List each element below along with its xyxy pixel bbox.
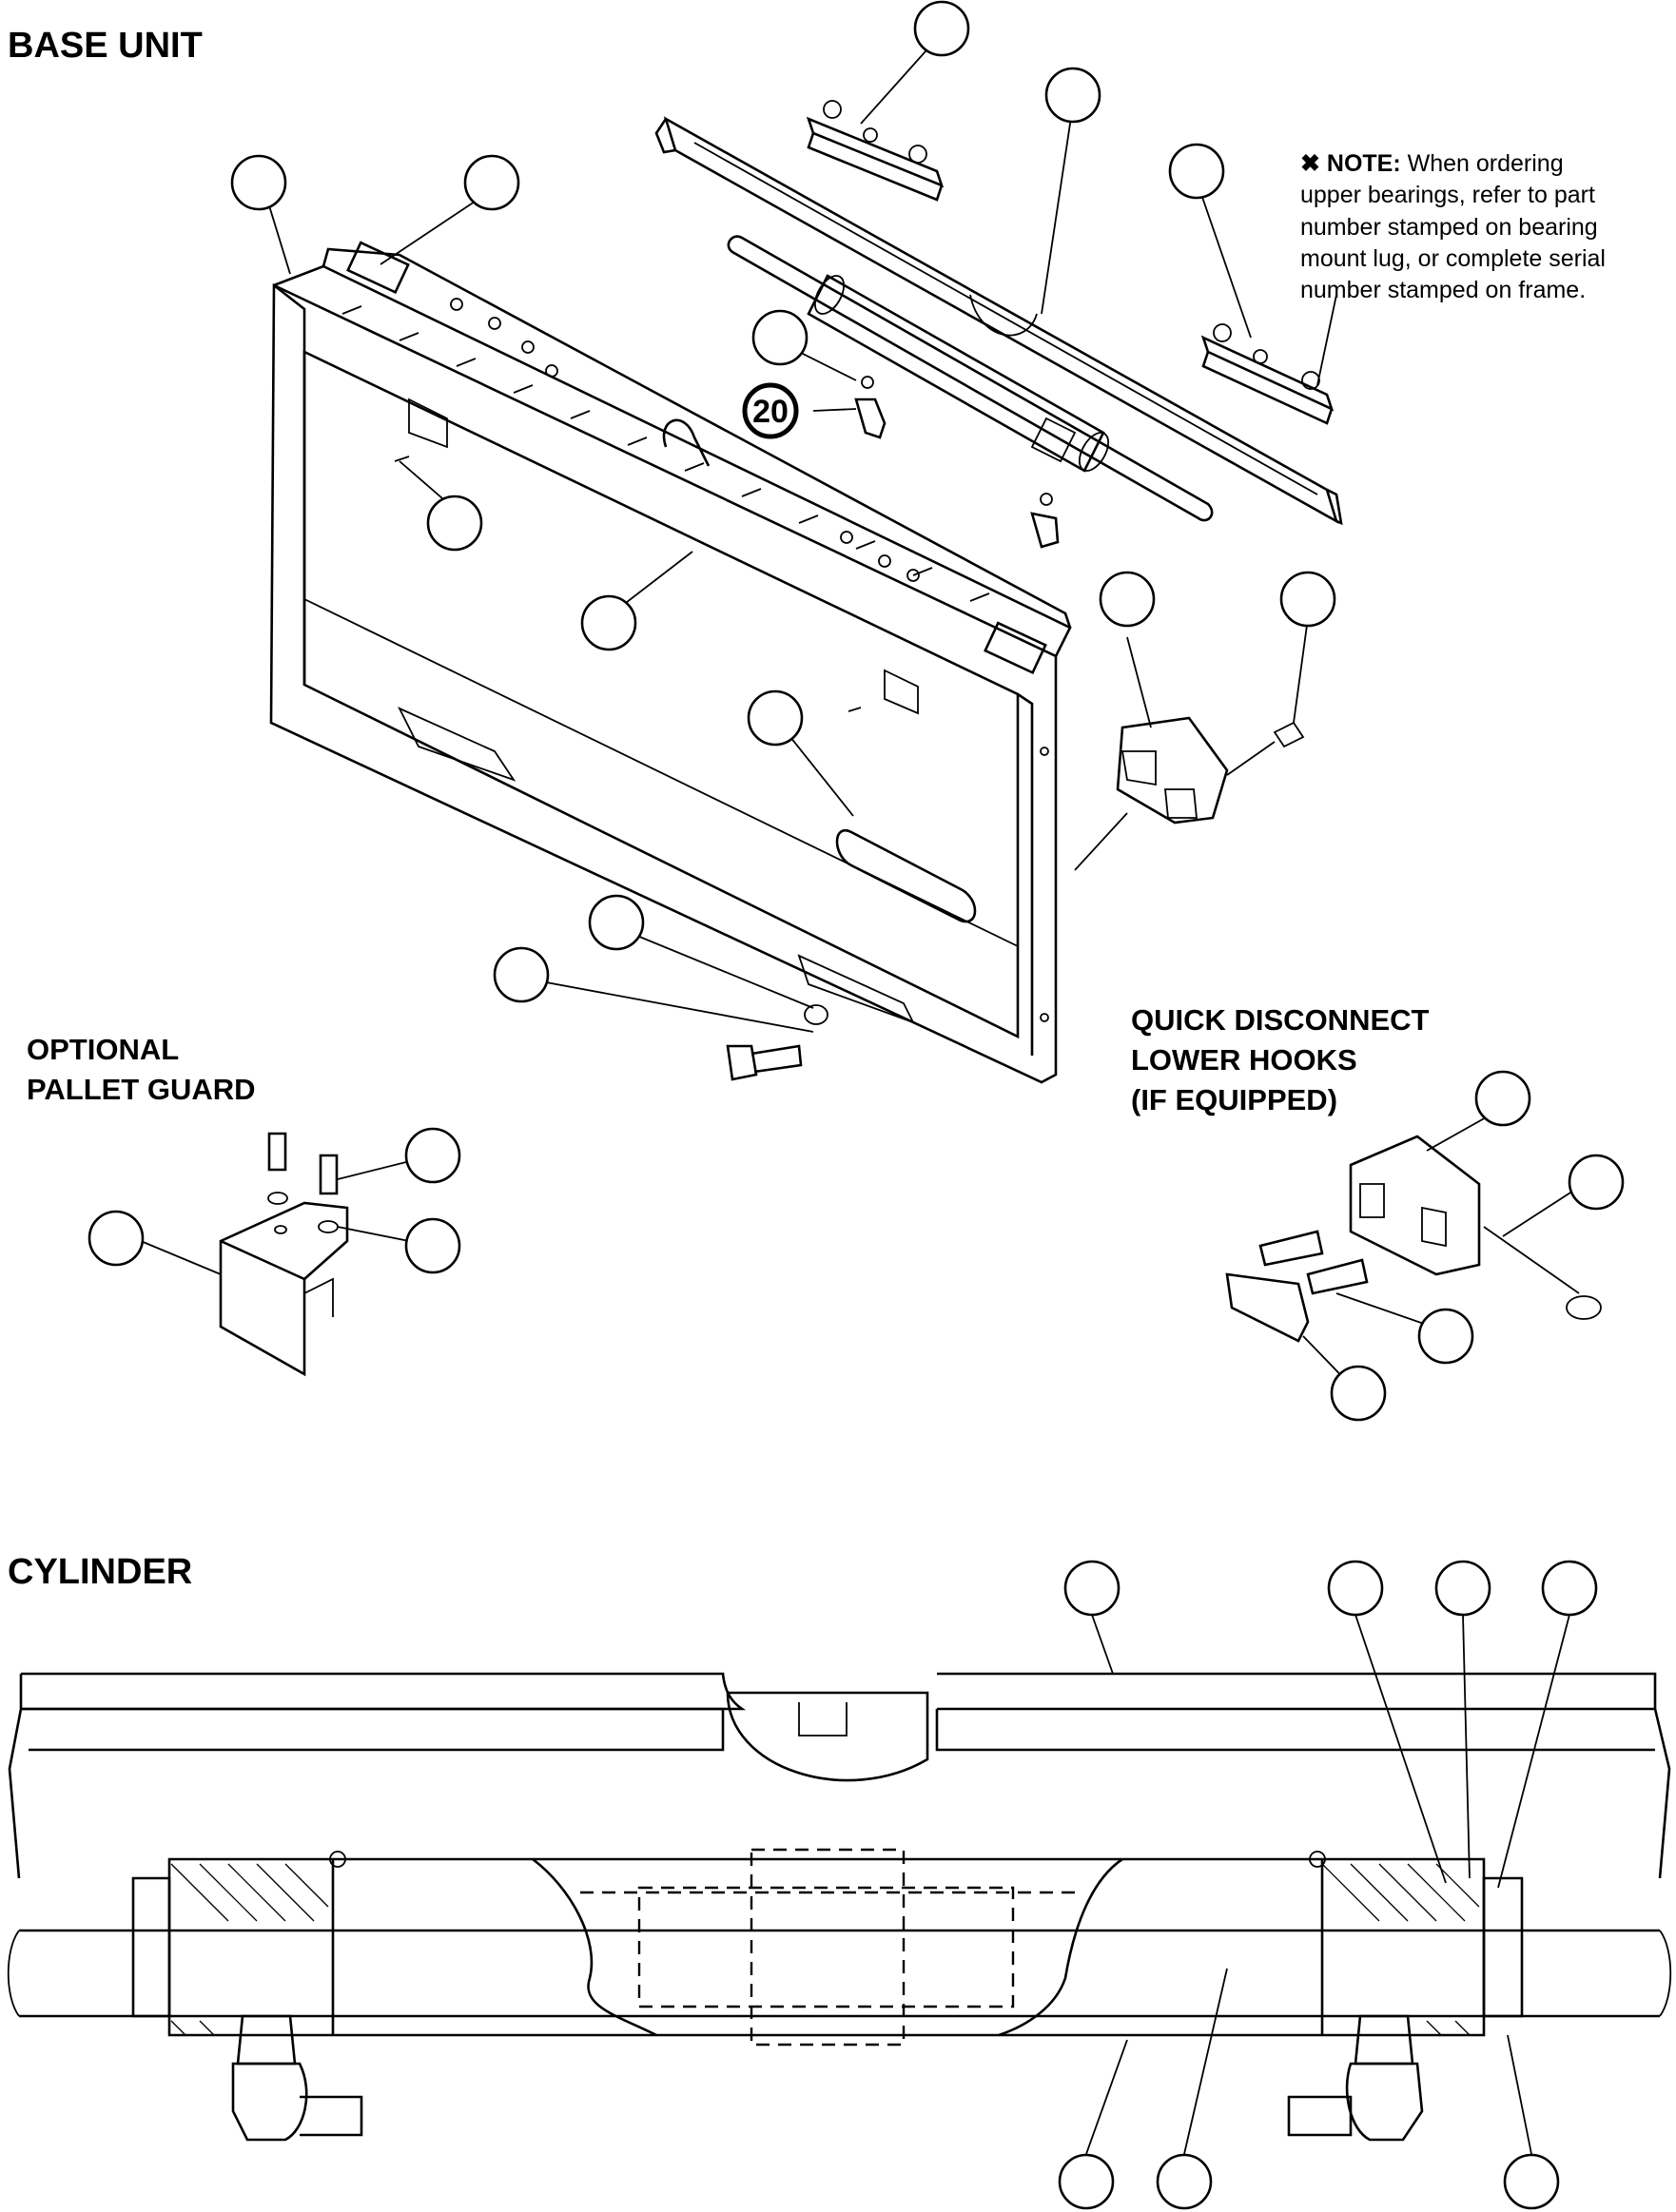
hook-bolt	[726, 1004, 828, 1081]
pallet-guard-label-line1: OPTIONAL	[27, 1033, 180, 1066]
callout-bubble	[580, 594, 637, 651]
callout-bubble	[1417, 1308, 1474, 1365]
note-symbol: ✖	[1300, 150, 1320, 177]
callout-bubble	[1279, 571, 1336, 628]
callout-bubble	[1168, 143, 1225, 200]
cylinder-leader-lines	[1085, 1614, 1570, 2155]
callout-bubble	[1434, 1560, 1491, 1617]
callout-bubble	[1503, 2153, 1560, 2210]
callout-bubble	[1541, 1560, 1598, 1617]
leader-lines	[140, 32, 1585, 1394]
note-line-5: number stamped on frame.	[1300, 277, 1587, 303]
lower-hook	[1074, 716, 1305, 871]
pallet-guard	[219, 1132, 349, 1377]
slide-rail	[654, 116, 1343, 526]
quick-disconnect-hooks	[1225, 1135, 1602, 1343]
note-line-3: number stamped on bearing	[1300, 213, 1598, 241]
callout-bubble	[588, 894, 645, 951]
cylinder-title: CYLINDER	[8, 1552, 193, 1592]
callout-badge-fitting: 20	[742, 382, 799, 439]
callout-bubble	[404, 1127, 461, 1184]
callout-bubble	[404, 1217, 461, 1274]
callout-badge-number: 20	[752, 394, 789, 430]
note-line-2: upper bearings, refer to part	[1300, 182, 1595, 209]
upper-bearing-left	[806, 100, 945, 202]
note-line-1: When ordering	[1407, 150, 1564, 177]
callout-bubble	[1044, 67, 1101, 124]
note-heading: NOTE:	[1326, 150, 1401, 177]
callout-bubble	[747, 689, 804, 747]
callout-bubble	[751, 309, 809, 366]
callout-bubble	[1156, 2153, 1213, 2210]
callout-bubble	[1099, 571, 1156, 628]
pallet-guard-label-line2: PALLET GUARD	[27, 1073, 256, 1106]
callout-bubble	[1058, 2153, 1115, 2210]
cylinder-assembly	[727, 235, 1214, 522]
quick-disconnect-label-line3: (IF EQUIPPED)	[1131, 1083, 1338, 1116]
cylinder-section	[7, 1672, 1672, 2142]
bearing-order-note: ✖ NOTE: When ordering upper bearings, re…	[1300, 148, 1662, 306]
callout-bubbles	[88, 0, 1625, 2210]
callout-bubble	[463, 154, 520, 211]
upper-bearing-right	[1200, 323, 1335, 425]
callout-bubble	[1327, 1560, 1384, 1617]
base-unit-title: BASE UNIT	[8, 26, 203, 66]
quick-disconnect-label-line2: LOWER HOOKS	[1131, 1043, 1357, 1077]
callout-bubble	[230, 154, 287, 211]
callout-bubble	[1568, 1154, 1625, 1211]
callout-bubble	[88, 1210, 145, 1267]
callout-bubble	[1330, 1365, 1387, 1422]
quick-disconnect-label-line1: QUICK DISCONNECT	[1131, 1003, 1430, 1037]
callout-bubble	[913, 0, 970, 57]
callout-bubble	[1063, 1560, 1121, 1617]
callout-bubble	[493, 946, 550, 1003]
hydraulic-fittings	[854, 376, 1060, 549]
carriage-frame	[269, 241, 1072, 1084]
callout-bubble	[426, 495, 483, 552]
callout-bubble	[1474, 1070, 1531, 1127]
note-line-4: mount lug, or complete serial	[1300, 244, 1606, 272]
